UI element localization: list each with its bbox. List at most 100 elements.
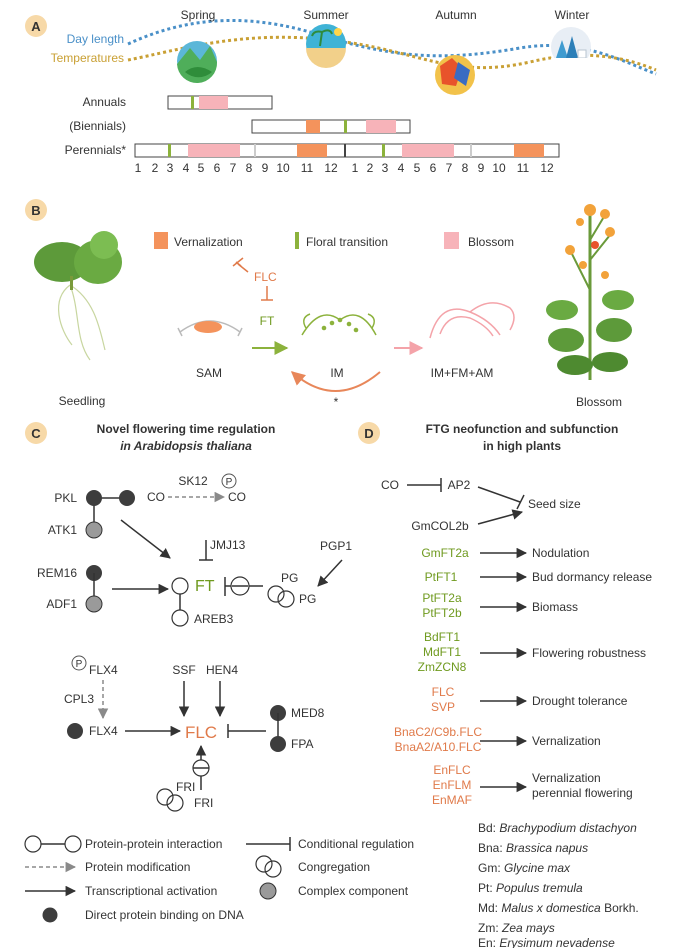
reversion-asterisk: * [334,395,339,409]
target-flowering-robustness: Flowering robustness [532,646,646,660]
flx4-label-bottom: FLX4 [89,724,118,738]
month-tick: 9 [262,161,269,175]
month-tick: 11 [517,161,530,175]
gene-bnac2: BnaC2/C9b.FLC [394,725,482,739]
blossom-plant-illustration [546,204,634,380]
target-vernalization-2: Vernalization [532,771,601,785]
target-perennial: perennial flowering [532,786,633,800]
floral-transition-swatch [295,232,299,249]
cpl3-label: CPL3 [64,692,94,706]
month-axis: 1 2 3 4 5 6 7 8 9 10 11 12 1 2 3 4 5 6 7… [135,161,554,175]
month-tick: 1 [135,161,142,175]
month-tick: 7 [230,161,237,175]
month-tick: 6 [214,161,221,175]
vernalization-legend: Vernalization [174,235,243,249]
gene-svp: SVP [431,700,455,714]
blossom-label: Blossom [576,395,622,409]
panel-b: B Vernalization Floral transition Blosso… [25,199,634,409]
species-gm: Gm: Glycine max [478,861,571,875]
winter-snow-icon [551,27,591,78]
gene-zmzcn8: ZmZCN8 [418,660,467,674]
species-zm: Zm: Zea mays [478,921,555,935]
blossom-legend: Blossom [468,235,514,249]
summer-beach-icon [306,24,346,68]
med8-label: MED8 [291,706,325,720]
im-fm-am-illustration [429,302,515,339]
month-tick: 8 [462,161,469,175]
areb3-label: AREB3 [194,612,234,626]
co-label-d: CO [381,478,399,492]
sk12-label: SK12 [178,474,208,488]
panel-c-badge [25,422,47,444]
pkl-node [86,490,102,506]
panel-c-title-2: in Arabidopsis thaliana [120,439,252,453]
jmj13-label: JMJ13 [210,538,246,552]
key-congregation-circle-1 [255,855,273,873]
panel-c: C Novel flowering time regulation in Ara… [25,422,352,812]
flx4-label-top: FLX4 [89,663,118,677]
row-biennials-label: (Biennials) [69,119,126,133]
atk1-node [85,521,103,539]
month-tick: 8 [246,161,253,175]
autumn-leaves-icon [435,55,475,95]
row-perennials-label: Perennials* [65,143,127,157]
key-congregation-circle-2 [264,860,282,878]
key-ppi-node-2 [64,835,82,853]
gene-bnaa2: BnaA2/A10.FLC [395,740,482,754]
fri-circle-1 [156,788,174,806]
gene-flc-d: FLC [432,685,455,699]
im-fm-am-label: IM+FM+AM [431,366,494,380]
month-tick: 4 [398,161,405,175]
month-tick: 10 [492,161,506,175]
pgp1-label: PGP1 [320,539,352,553]
month-tick: 3 [382,161,389,175]
target-biomass: Biomass [532,600,578,614]
pgp1-pg-arrow [317,559,343,587]
gene-ptft2b: PtFT2b [422,606,462,620]
species-bna: Bna: Brassica napus [478,841,588,855]
key-complex-label: Complex component [298,884,409,898]
fri-circle-2 [166,794,184,812]
gmcol2b-label: GmCOL2b [411,519,469,533]
phospho-text-2: P [76,659,83,670]
species-list: Bd: Brachypodium distachyon Bna: Brassic… [478,821,639,948]
flc-label-c: FLC [185,723,217,742]
panel-b-badge [25,199,47,221]
ap2-seed-inhibit [477,486,521,503]
key-ppi-label: Protein-protein interaction [85,837,222,851]
gene-ptft2a: PtFT2a [422,591,462,605]
adf1-node [85,595,103,613]
ft-label-b: FT [260,314,275,328]
panel-d-badge [358,422,380,444]
species-md: Md: Malus x domestica Borkh. [478,901,639,915]
areb3-node [171,609,189,627]
month-tick: 6 [430,161,437,175]
seedling-label: Seedling [59,394,106,408]
gene-ptft1: PtFT1 [425,570,458,584]
month-tick: 12 [324,161,338,175]
fri-label-2: FRI [194,796,213,810]
gene-enmaf: EnMAF [432,793,472,807]
month-tick: 2 [367,161,374,175]
target-nodulation: Nodulation [532,546,589,560]
pg-circle-2 [277,590,295,608]
month-tick: 11 [301,161,314,175]
atk1-label: ATK1 [48,523,77,537]
species-bd: Bd: Brachypodium distachyon [478,821,637,835]
panel-d: D FTG neofunction and subfunction in hig… [358,422,652,807]
gmcol2b-seed-arrow [477,509,524,525]
month-tick: 12 [540,161,554,175]
month-tick: 5 [414,161,421,175]
target-bud-dormancy: Bud dormancy release [532,570,652,584]
panel-b-label: B [31,203,40,218]
temperatures-label: Temperatures [51,51,124,65]
sam-illustration [177,320,243,337]
spring-landscape-icon [177,41,218,84]
perennials-bar [134,143,560,158]
hen4-label: HEN4 [206,663,238,677]
adf1-label: ADF1 [46,597,77,611]
key-modification-label: Protein modification [85,860,190,874]
key-ppi-node-1 [24,835,42,853]
flc-label-b: FLC [254,270,277,284]
